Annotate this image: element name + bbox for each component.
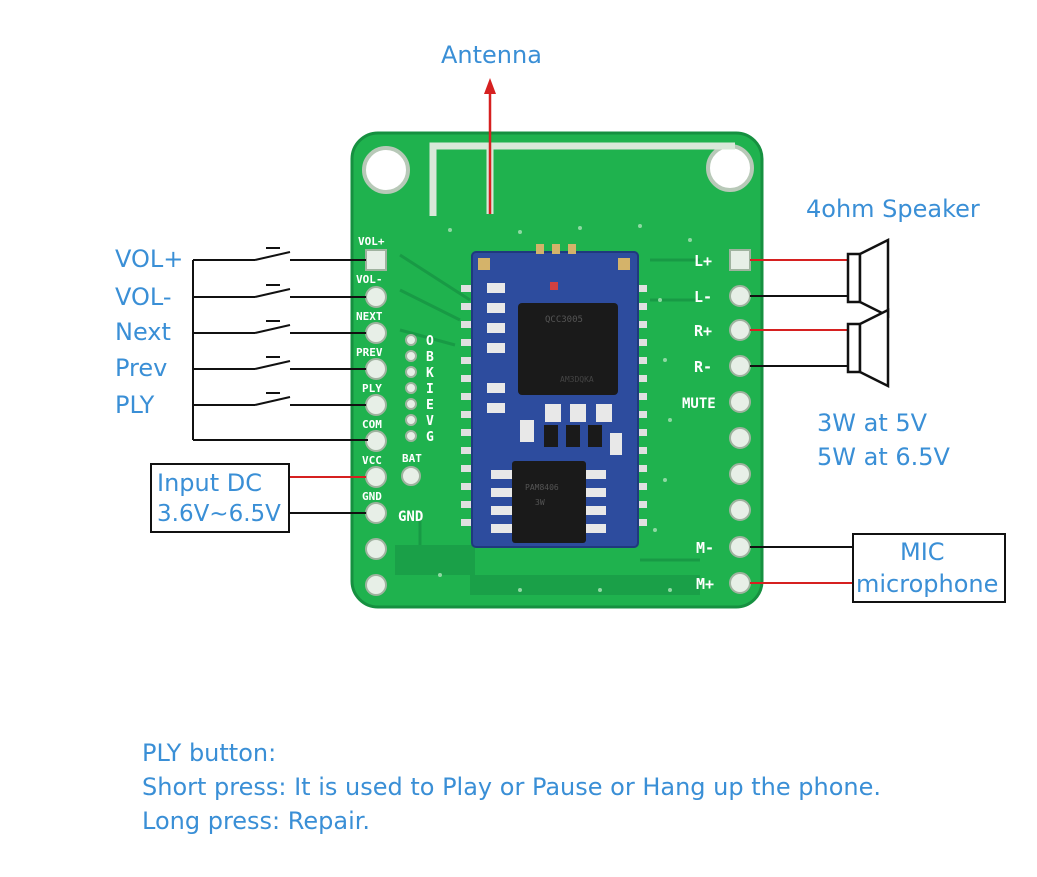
pad-r-plus: R+ bbox=[694, 319, 751, 341]
pad-gnd: GND bbox=[362, 490, 387, 524]
mount-hole-right bbox=[706, 144, 754, 192]
pad-unlabeled bbox=[365, 538, 387, 560]
input-voltage-label: 3.6V~6.5V bbox=[157, 501, 281, 527]
pad-unlabeled bbox=[729, 499, 751, 521]
switch-ply bbox=[193, 392, 366, 406]
button-wiring bbox=[192, 247, 368, 441]
pad-label-vol-minus: VOL- bbox=[356, 273, 383, 286]
pad-unlabeled bbox=[729, 427, 751, 449]
button-label-prev: Prev bbox=[115, 354, 168, 382]
pad-prev: PREV bbox=[356, 346, 387, 380]
pad-label-r-plus: R+ bbox=[694, 322, 712, 340]
mic-wiring bbox=[750, 546, 852, 584]
antenna-label: Antenna bbox=[441, 41, 542, 69]
speaker-label: 4ohm Speaker bbox=[806, 195, 980, 223]
pad-label-gnd: GND bbox=[362, 490, 382, 503]
note-long-press: Long press: Repair. bbox=[142, 807, 371, 835]
switch-prev bbox=[193, 356, 366, 370]
mic-label: MIC bbox=[900, 538, 945, 566]
button-label-vol-minus: VOL- bbox=[115, 283, 172, 311]
left-pad-column: VOL+ VOL- NEXT PREV PLY COM VCC GND bbox=[356, 235, 423, 596]
note-short-press: Short press: It is used to Play or Pause… bbox=[142, 773, 881, 801]
pad-unlabeled bbox=[365, 574, 387, 596]
speaker-icon bbox=[846, 237, 890, 319]
soc-marking: AM3DQKA bbox=[560, 375, 594, 384]
gnd-board-label: GND bbox=[398, 509, 423, 525]
pad-label-com: COM bbox=[362, 418, 382, 431]
input-dc-box: Input DC 3.6V~6.5V bbox=[150, 463, 290, 533]
mid-letter: B bbox=[426, 350, 434, 365]
amplifier-chip: PAM8406 3W bbox=[491, 461, 606, 543]
pad-label-l-plus: L+ bbox=[694, 252, 712, 270]
pad-label-m-plus: M+ bbox=[696, 575, 714, 593]
mid-pad-column: O B K I E V G BAT bbox=[401, 334, 434, 486]
button-label-vol-plus: VOL+ bbox=[115, 245, 184, 273]
mid-letter: K bbox=[426, 366, 434, 381]
power-wiring bbox=[288, 476, 366, 514]
input-dc-label: Input DC bbox=[157, 469, 263, 497]
bat-label: BAT bbox=[402, 452, 422, 465]
amp-marking: 3W bbox=[535, 498, 545, 507]
speaker-wiring bbox=[750, 259, 848, 367]
bluetooth-module: QCC3005 AM3DQKA PAM8406 3W bbox=[461, 244, 647, 548]
mid-letter: V bbox=[426, 414, 434, 429]
pad-label-m-minus: M- bbox=[696, 539, 714, 557]
pad-label-vol-plus: VOL+ bbox=[358, 235, 385, 248]
mic-box: MIC microphone bbox=[852, 533, 1006, 603]
pad-r-minus: R- bbox=[694, 355, 751, 377]
power-rating-5v: 3W at 5V bbox=[817, 409, 928, 437]
pad-label-next: NEXT bbox=[356, 310, 383, 323]
pad-m-minus: M- bbox=[696, 536, 751, 558]
pad-label-prev: PREV bbox=[356, 346, 383, 359]
pad-next: NEXT bbox=[356, 310, 387, 344]
pad-mute: MUTE bbox=[682, 391, 751, 413]
pad-label-vcc: VCC bbox=[362, 454, 382, 467]
amp-marking: PAM8406 bbox=[525, 483, 559, 492]
mount-hole-left bbox=[362, 146, 410, 194]
pad-unlabeled bbox=[729, 463, 751, 485]
soc-chip: QCC3005 AM3DQKA bbox=[518, 303, 618, 395]
note-title: PLY button: bbox=[142, 739, 277, 767]
power-rating-65v: 5W at 6.5V bbox=[817, 443, 950, 471]
antenna-arrow bbox=[484, 78, 496, 214]
pad-label-mute: MUTE bbox=[682, 396, 716, 412]
button-label-next: Next bbox=[115, 318, 171, 346]
mid-letter: E bbox=[426, 398, 434, 413]
pad-label-r-minus: R- bbox=[694, 358, 712, 376]
bat-pad bbox=[401, 466, 421, 486]
right-pad-column: L+ L- R+ R- MUTE M- M+ bbox=[682, 249, 751, 594]
mid-letter: O bbox=[426, 334, 434, 349]
pad-com: COM bbox=[362, 418, 387, 452]
speaker-icon bbox=[846, 307, 890, 389]
soc-marking: QCC3005 bbox=[545, 315, 583, 325]
pad-label-ply: PLY bbox=[362, 382, 382, 395]
switch-next bbox=[193, 320, 366, 334]
pad-l-plus: L+ bbox=[694, 249, 751, 271]
pad-label-l-minus: L- bbox=[694, 288, 712, 306]
switch-vol-minus bbox=[193, 284, 366, 298]
mid-letter: I bbox=[426, 382, 434, 397]
switch-vol-plus bbox=[193, 247, 366, 261]
microphone-label: microphone bbox=[856, 570, 999, 598]
pad-m-plus: M+ bbox=[696, 572, 751, 594]
mid-letter: G bbox=[426, 430, 434, 445]
button-label-ply: PLY bbox=[115, 391, 155, 419]
